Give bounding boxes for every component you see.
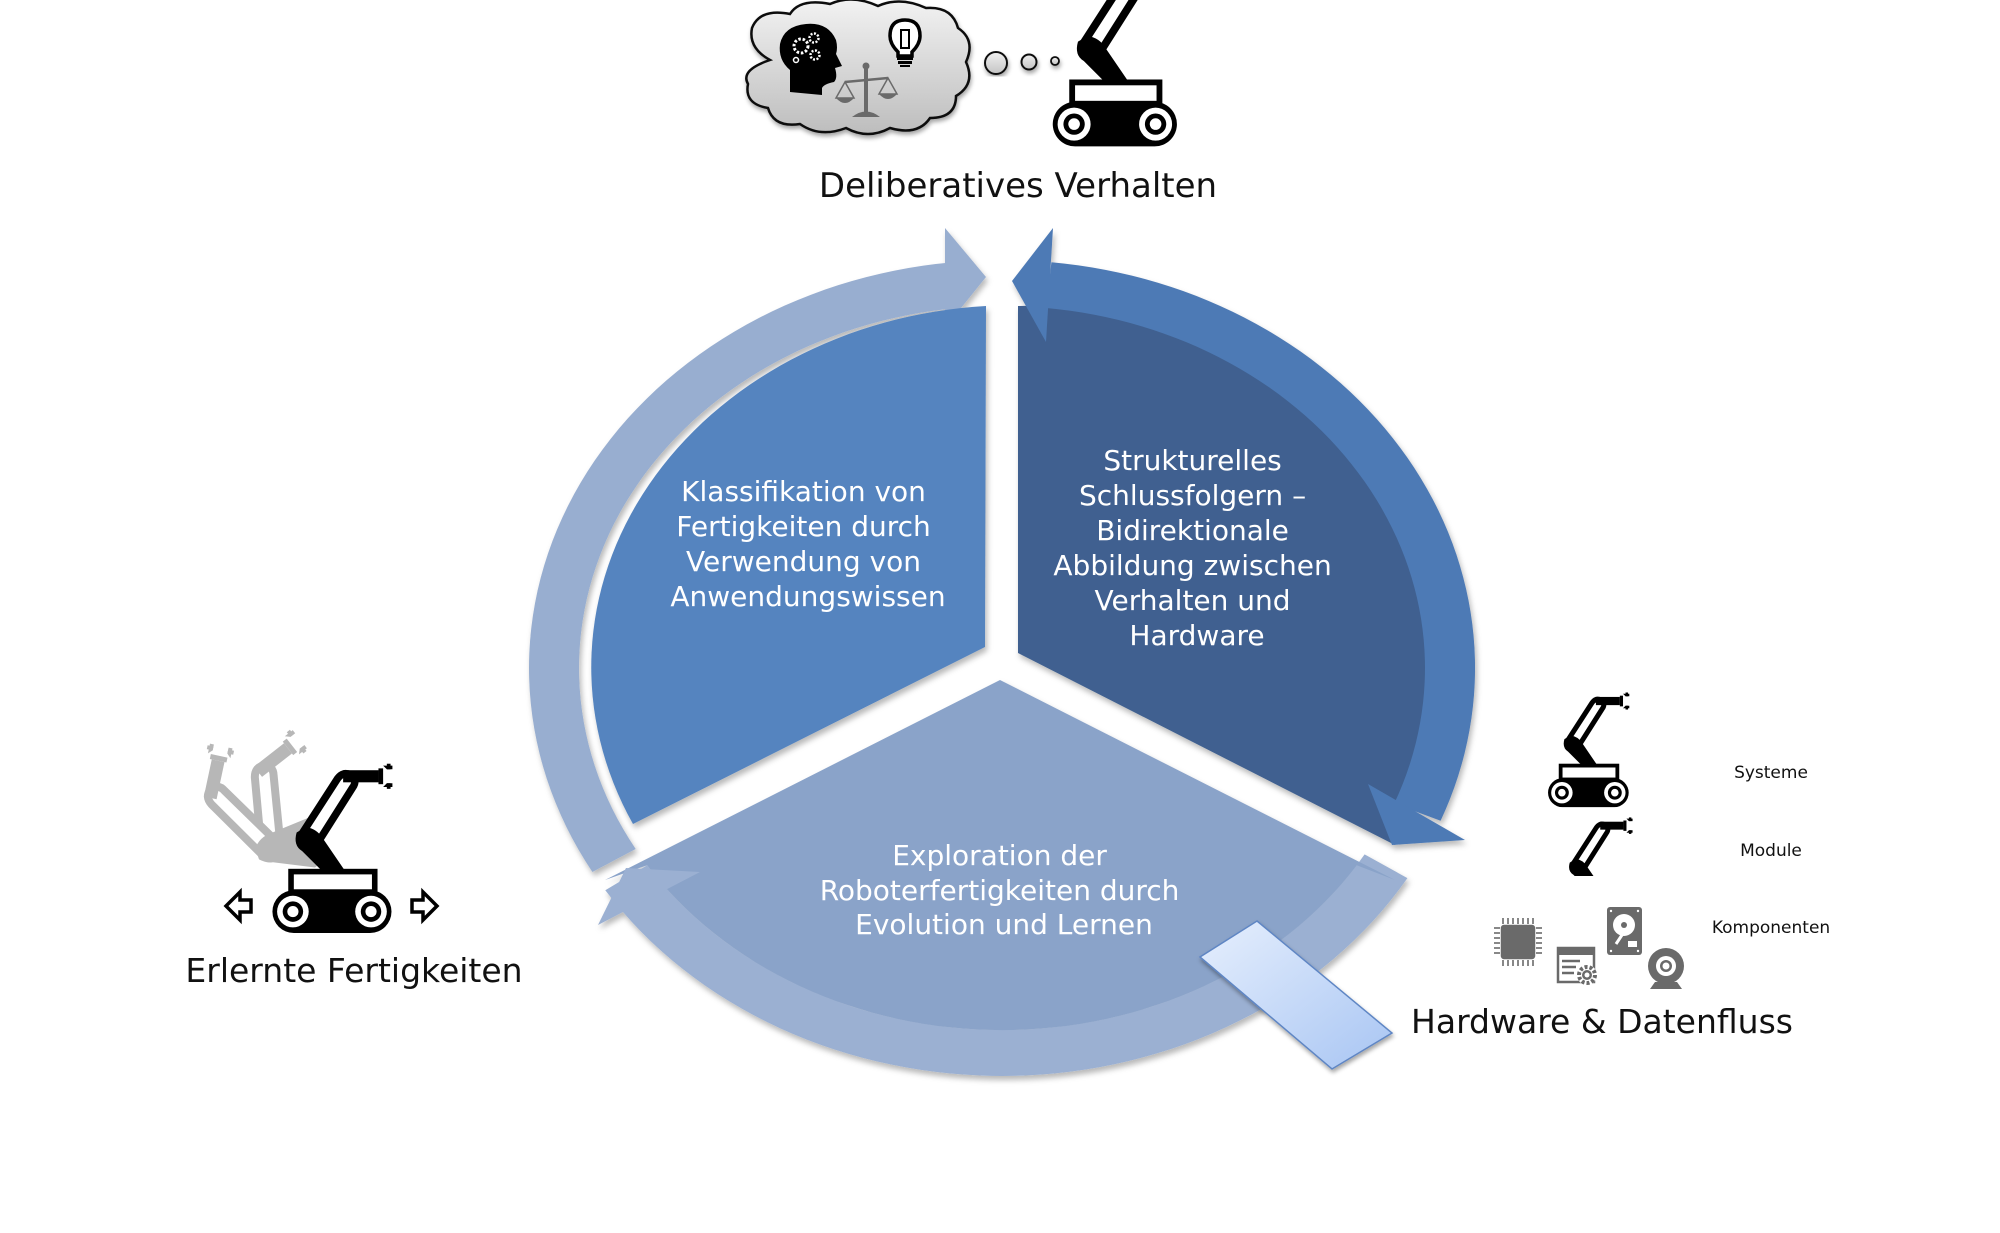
ring-arrow-left (529, 262, 958, 872)
deliberative-group: Deliberatives Verhalten (745, 0, 1217, 206)
thinking-head-icon (779, 23, 842, 95)
arrow-right-icon (410, 887, 440, 925)
ring-arrow-right (1046, 262, 1476, 821)
segment-left-line: Verwendung von (686, 545, 921, 578)
thought-bubble-icon (984, 51, 1060, 75)
segment-right-text: Strukturelles Schlussfolgern – Bidirekti… (1053, 444, 1340, 652)
arrowhead-bottom-left (598, 868, 700, 925)
hard-drive-icon (1607, 907, 1642, 955)
level-label-systems: Systeme (1734, 763, 1808, 783)
segment-bottom-line: Exploration der (892, 839, 1107, 872)
mobile-robot-icon (1546, 693, 1629, 810)
segment-right-line: Strukturelles (1103, 444, 1281, 477)
level-label-components: Komponenten (1712, 918, 1830, 938)
segment-bottom (598, 680, 1408, 1076)
connector-block (1198, 920, 1394, 1070)
mobile-robot-arm-icon (1053, 0, 1178, 146)
segment-bottom-fill (605, 680, 1395, 1031)
balance-scale-icon (834, 62, 899, 117)
segment-bottom-text: Exploration der Roboterfertigkeiten durc… (820, 839, 1189, 941)
learned-skills-label: Erlernte Fertigkeiten (185, 951, 522, 990)
lightbulb-icon (888, 18, 922, 67)
segment-right-line: Schlussfolgern – (1079, 479, 1306, 512)
settings-document-icon (1556, 946, 1597, 985)
webcam-icon (1648, 948, 1684, 989)
segment-left-line: Anwendungswissen (670, 580, 945, 613)
arrow-left-icon (223, 887, 253, 925)
learned-skills-group: Erlernte Fertigkeiten (185, 729, 523, 990)
segment-left-line: Fertigkeiten durch (676, 510, 930, 543)
chip-icon (1494, 918, 1542, 966)
hardware-group: Systeme Module Komponenten Hardware & Da… (1411, 693, 1830, 1041)
segment-right-line: Verhalten und (1095, 584, 1291, 617)
segment-bottom-line: Evolution und Lernen (855, 908, 1153, 941)
segment-right-line: Bidirektionale (1096, 514, 1289, 547)
ring-arrow-bottom (605, 854, 1408, 1076)
deliberative-label: Deliberatives Verhalten (819, 166, 1217, 206)
hardware-components-icon (1494, 907, 1684, 989)
segment-left-fill (591, 306, 986, 824)
level-label-modules: Module (1740, 841, 1802, 861)
segment-left-line: Klassifikation von (681, 475, 926, 508)
arrowhead-top-right (945, 228, 986, 328)
hardware-label: Hardware & Datenfluss (1411, 1002, 1793, 1041)
segment-right-line: Abbildung zwischen (1053, 549, 1331, 582)
arrowhead-bottom-right (1368, 784, 1465, 845)
segment-right-line: Hardware (1129, 619, 1264, 652)
segment-left-text: Klassifikation von Fertigkeiten durch Ve… (670, 475, 945, 613)
segment-right (1012, 228, 1476, 846)
cycle: Klassifikation von Fertigkeiten durch Ve… (529, 228, 1476, 1076)
arrowhead-top-left (1012, 228, 1053, 342)
segment-bottom-line: Roboterfertigkeiten durch (820, 874, 1180, 907)
robot-arm-icon (1569, 817, 1633, 893)
segment-left (529, 228, 986, 872)
